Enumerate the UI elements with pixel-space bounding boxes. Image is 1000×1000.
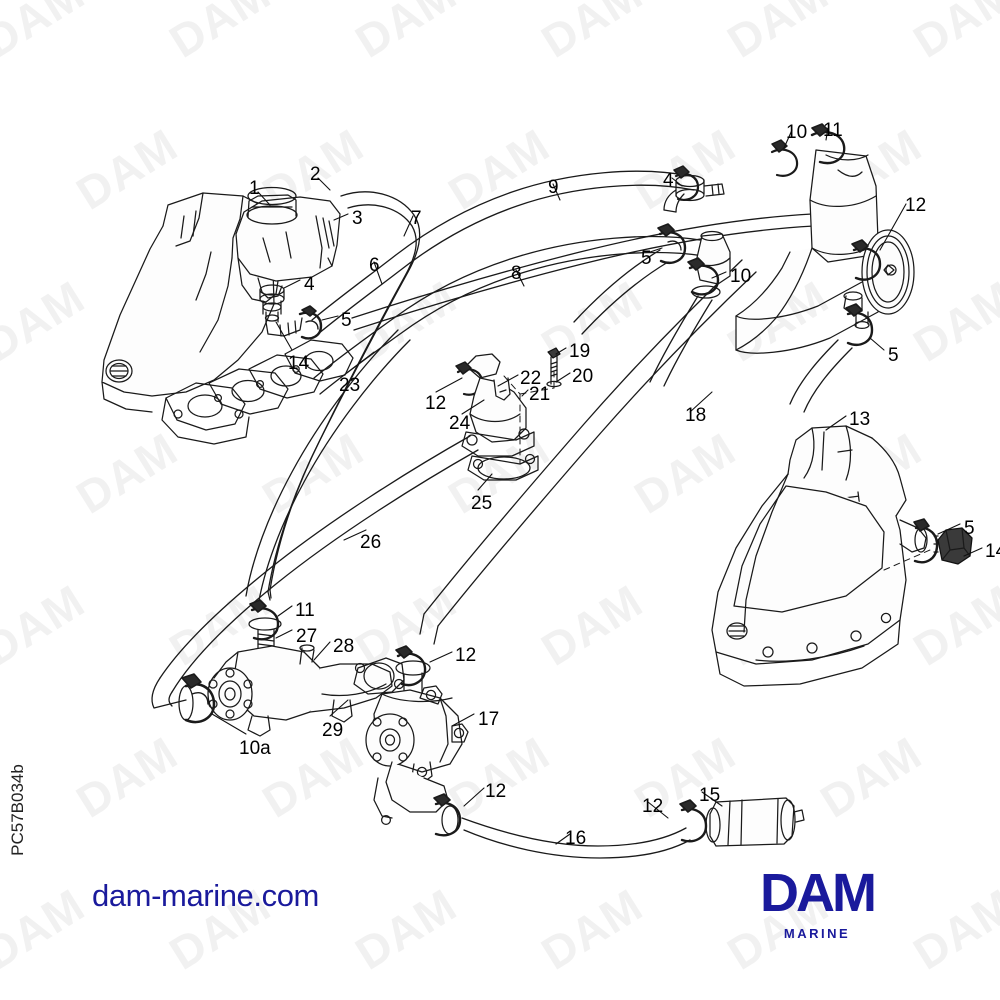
callout-10a: 10a (239, 738, 271, 759)
callout-12: 12 (642, 796, 664, 817)
clamp-10a (178, 673, 216, 724)
mid-right-fittings (573, 165, 731, 387)
callout-14: 14 (985, 541, 1000, 562)
heat-exchanger-assembly (735, 123, 915, 413)
callout-10: 10 (786, 122, 808, 143)
logo-wordmark: DAM (760, 863, 877, 923)
callout-2: 2 (310, 164, 321, 185)
callout-13: 13 (849, 409, 871, 430)
callout-6: 6 (369, 255, 380, 276)
callout-4: 4 (663, 170, 674, 191)
sea-water-pump-assembly (365, 645, 469, 837)
leader-lines (211, 127, 983, 845)
callout-26: 26 (360, 532, 382, 553)
callout-14: 14 (288, 353, 310, 374)
left-exhaust-manifold (101, 192, 354, 445)
callout-5: 5 (341, 310, 352, 331)
callout-12: 12 (455, 645, 477, 666)
callout-9: 9 (548, 177, 559, 198)
hose-18 (419, 259, 757, 645)
callout-5: 5 (888, 345, 899, 366)
callout-25: 25 (471, 493, 493, 514)
callout-21: 21 (529, 384, 551, 405)
callout-17: 17 (478, 709, 500, 730)
callout-18: 18 (685, 405, 707, 426)
callout-5: 5 (641, 248, 652, 269)
callout-15: 15 (699, 785, 721, 806)
callout-12: 12 (905, 195, 927, 216)
callout-8: 8 (511, 263, 522, 284)
callout-12: 12 (485, 781, 507, 802)
callout-23: 23 (339, 375, 361, 396)
callout-3: 3 (352, 208, 363, 229)
callout-20: 20 (572, 366, 594, 387)
callout-16: 16 (565, 828, 587, 849)
callout-11: 11 (295, 600, 315, 621)
callout-19: 19 (569, 341, 591, 362)
lower-left-hoses (151, 329, 479, 709)
callout-10: 10 (730, 266, 752, 287)
callout-27: 27 (296, 626, 318, 647)
callout-28: 28 (333, 636, 355, 657)
callout-1: 1 (249, 178, 260, 199)
callout-4: 4 (304, 274, 315, 295)
callout-11: 11 (823, 120, 843, 141)
circulation-pump-assembly (207, 599, 405, 737)
lower-hose-16-and-tube-15 (461, 797, 805, 859)
callout-24: 24 (449, 413, 471, 434)
coolant-reservoir-tank (235, 186, 341, 303)
callout-29: 29 (322, 720, 344, 741)
callout-22: 22 (520, 368, 542, 389)
dam-marine-logo[interactable]: DAM MARINE (722, 866, 912, 941)
thermostat-housing-assembly (455, 347, 562, 481)
website-url[interactable]: dam-marine.com (92, 878, 319, 913)
right-exhaust-manifold (711, 425, 973, 687)
callout-7: 7 (411, 208, 422, 229)
logo-subtitle: MARINE (783, 926, 851, 941)
callout-5: 5 (964, 518, 975, 539)
document-code: PC57B034b (7, 764, 27, 856)
upper-hose-bundle (267, 170, 815, 601)
callout-12: 12 (425, 393, 447, 414)
